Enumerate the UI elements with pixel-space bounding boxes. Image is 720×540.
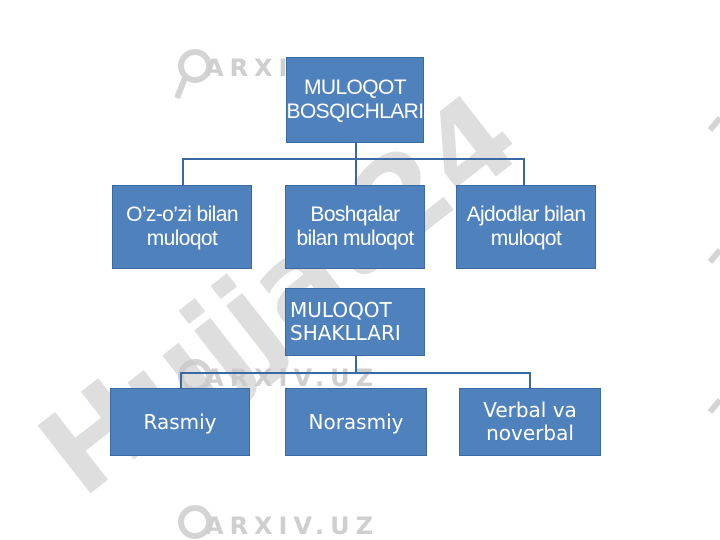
arxiv-watermark-text: ARXIV.UZ [205,364,379,392]
connector-line [355,158,357,185]
connector-line [182,158,184,185]
connector-line [523,158,525,185]
arxiv-watermark-text: ARXIV.UZ [205,512,379,540]
edge-watermark-marks [707,116,720,414]
connector-line [355,356,357,373]
form-box-informal: Norasmiy [285,388,427,456]
stages-root-box: MULOQOT BOSQICHLARI [286,57,424,143]
connector-line [180,372,531,374]
stage-box-self: O’z-o’zi bilan muloqot [112,185,252,269]
form-box-verbal: Verbal va noverbal [459,388,601,456]
forms-root-box: MULOQOT SHAKLLARI [285,288,425,356]
connector-line [180,372,182,388]
stage-box-ancestors: Ajdodlar bilan muloqot [456,185,596,269]
connector-line [529,372,531,388]
magnifier-icon [175,49,211,100]
magnifier-icon [178,505,211,539]
connector-line [355,143,357,158]
connector-line [182,158,525,160]
stage-box-others: Boshqalar bilan muloqot [285,185,425,269]
form-box-formal: Rasmiy [110,388,250,456]
